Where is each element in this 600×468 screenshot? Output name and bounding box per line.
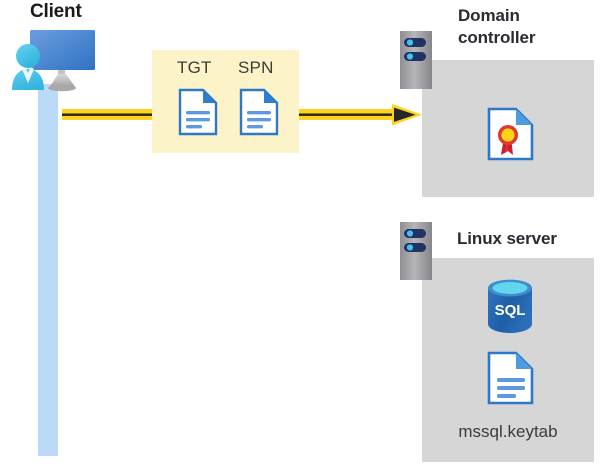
sql-database-icon: SQL — [484, 277, 536, 340]
user-monitor-icon — [6, 28, 98, 94]
spn-document-icon — [239, 88, 279, 141]
domain-controller-title: Domain controller — [458, 6, 536, 48]
client-label: Client — [30, 1, 82, 22]
linux-server-rack-icon — [400, 222, 432, 280]
tgt-label: TGT — [177, 58, 212, 77]
linux-server-title: Linux server — [457, 229, 557, 248]
spn-label: SPN — [238, 58, 274, 77]
tgt-document-icon — [178, 88, 218, 141]
keytab-document-icon — [487, 351, 535, 410]
domain-controller-server-rack-icon — [400, 31, 432, 89]
client-lifeline — [38, 84, 58, 456]
sql-database-label: SQL — [495, 302, 526, 319]
keytab-filename-label: mssql.keytab — [458, 422, 558, 441]
certificate-document-icon — [487, 107, 535, 166]
